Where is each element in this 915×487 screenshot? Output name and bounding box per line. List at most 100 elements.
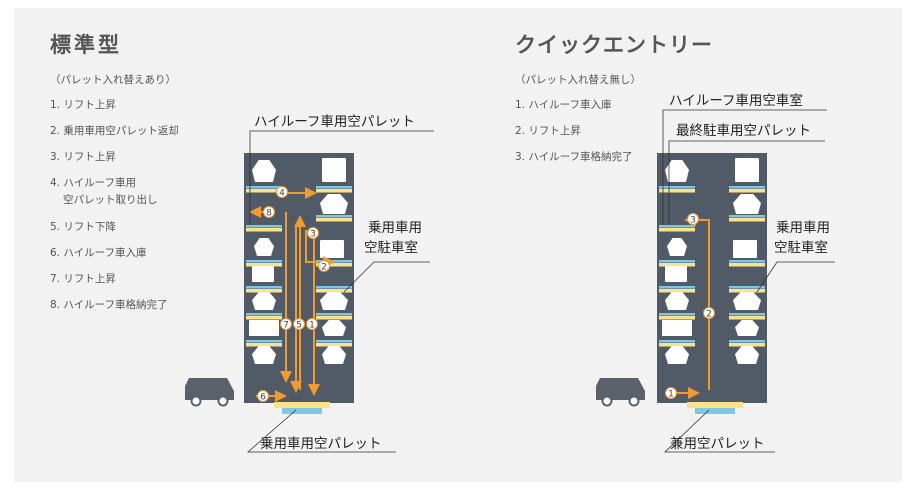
- standard-badge-4-circle: [276, 186, 288, 198]
- standard-badge-3-text: 3: [310, 229, 316, 239]
- standard-badge-7-text: 7: [283, 320, 289, 330]
- standard-car-l6: [252, 346, 276, 364]
- quick-badge-1-text: 1: [668, 389, 674, 399]
- quick-step-2: 2. リフト上昇: [515, 125, 581, 137]
- quick-badge-2-text: 2: [706, 309, 712, 319]
- quick-ground-pallet-blue: [695, 408, 735, 414]
- standard-badge-1-text: 1: [309, 320, 315, 330]
- standard-left-shelf-4-blue: [246, 286, 282, 289]
- quick-leader-top-1: [662, 109, 827, 225]
- standard-leader-right: [343, 261, 430, 293]
- quick-right-shelf-1-yellow: [729, 189, 765, 193]
- standard-badge-8-text: 8: [266, 208, 272, 218]
- quick-left-shelf-5-yellow: [659, 316, 695, 320]
- standard-step-1: 1. リフト上昇: [50, 99, 116, 111]
- standard-leader-bottom: [246, 409, 396, 453]
- standard-car-r5: [322, 320, 346, 336]
- quick-label-bottom: 兼用空パレット: [670, 436, 765, 452]
- standard-car-l3: [252, 266, 274, 282]
- standard-title: 標準型: [50, 33, 122, 57]
- standard-car-l1: [252, 160, 276, 182]
- quick-badge-3-circle: [687, 213, 699, 225]
- quick-right-shelf-1-blue: [729, 186, 765, 189]
- standard-badge-5-text: 5: [296, 320, 302, 330]
- quick-car-l2: [667, 238, 687, 256]
- standard-label-right-1: 乗用車用: [368, 220, 422, 236]
- standard-van-icon-body: [185, 378, 234, 400]
- standard-car-r4: [320, 292, 348, 310]
- quick-badge-1-circle: [665, 387, 677, 399]
- quick-car-r5: [735, 320, 759, 336]
- quick-van-icon-body: [596, 378, 645, 400]
- quick-right-shelf-3-blue: [729, 260, 765, 263]
- standard-right-shelf-4-blue: [316, 286, 352, 289]
- standard-step-3: 3. リフト上昇: [50, 151, 116, 163]
- quick-right-shelf-5-blue: [729, 313, 765, 316]
- quick-ground-pallet: [687, 402, 743, 408]
- quick-car-r2: [733, 194, 761, 214]
- standard-badge-4-text: 4: [279, 188, 285, 198]
- quick-step-1: 1. ハイルーフ車入庫: [515, 99, 612, 111]
- quick-right-shelf-3-yellow: [729, 263, 765, 267]
- standard-left-shelf-5-blue: [246, 313, 282, 316]
- standard-van-icon-wheel-front: [190, 395, 202, 407]
- standard-badge-1-circle: [306, 318, 318, 330]
- standard-left-shelf-6-blue: [246, 340, 282, 343]
- quick-badge-2-circle: [703, 307, 715, 319]
- standard-step-6: 6. ハイルーフ車入庫: [50, 247, 147, 259]
- quick-left-shelf-5-blue: [659, 313, 695, 316]
- standard-ground-pallet: [274, 402, 330, 408]
- quick-leader-bottom: [664, 409, 775, 453]
- standard-left-shelf-1-blue: [246, 186, 282, 189]
- standard-badge-7-circle: [280, 318, 292, 330]
- quick-left-shelf-3-blue: [659, 260, 695, 263]
- quick-right-shelf-6-blue: [729, 340, 765, 343]
- quick-van-icon-wheel-rear: [628, 395, 640, 407]
- standard-badge-6-text: 6: [260, 392, 266, 402]
- quick-leader-top-2: [668, 140, 825, 225]
- quick-right-shelf-2-yellow: [729, 218, 765, 222]
- quick-left-shelf-4-blue: [659, 286, 695, 289]
- standard-left-shelf-6-yellow: [246, 343, 282, 347]
- quick-label-right-1: 乗用車用: [776, 220, 830, 236]
- standard-label-top: ハイルーフ車用空パレット: [254, 114, 415, 130]
- standard-subtitle: （パレット入れ替えあり）: [50, 74, 176, 86]
- standard-left-shelf-1-yellow: [246, 189, 282, 193]
- standard-badge-6-circle: [257, 390, 269, 402]
- quick-subtitle: （パレット入れ替え無し）: [515, 74, 641, 86]
- standard-right-shelf-6-blue: [316, 340, 352, 343]
- quick-car-r4: [733, 292, 761, 310]
- quick-left-shelf-6-yellow: [659, 343, 695, 347]
- standard-left-shelf-2-blue: [246, 225, 282, 228]
- standard-right-shelf-5-yellow: [316, 316, 352, 320]
- standard-step-2: 2. 乗用車用空パレット返却: [50, 125, 179, 137]
- standard-label-right-2: 空駐車室: [364, 240, 418, 256]
- standard-step-7: 7. リフト上昇: [50, 273, 116, 285]
- standard-left-shelf-2-yellow: [246, 228, 282, 232]
- quick-leader-right: [756, 261, 835, 293]
- quick-car-r3: [733, 240, 757, 258]
- standard-left-shelf-5-yellow: [246, 316, 282, 320]
- standard-ground-pallet-blue: [282, 408, 322, 414]
- standard-right-shelf-1-yellow: [316, 189, 352, 193]
- standard-badge-8-circle: [263, 206, 275, 218]
- quick-left-shelf-1-blue: [659, 186, 695, 189]
- quick-van-icon-wheel-front: [601, 395, 613, 407]
- standard-car-r2: [320, 194, 348, 214]
- standard-right-shelf-5-blue: [316, 313, 352, 316]
- standard-leader-top: [249, 130, 434, 225]
- standard-car-l4: [252, 292, 276, 310]
- quick-left-shelf-4-yellow: [659, 289, 695, 293]
- quick-right-shelf-4-yellow: [729, 289, 765, 293]
- standard-right-shelf-1-blue: [316, 186, 352, 189]
- standard-badge-2-text: 2: [321, 262, 327, 272]
- standard-left-shelf-4-yellow: [246, 289, 282, 293]
- standard-step-5: 5. リフト下降: [50, 221, 116, 233]
- quick-car-l4: [665, 292, 689, 310]
- standard-car-r6: [322, 346, 346, 364]
- standard-right-shelf-2-blue: [316, 215, 352, 218]
- standard-step-4: 4. ハイルーフ車用: [50, 177, 137, 189]
- quick-right-shelf-5-yellow: [729, 316, 765, 320]
- standard-step-8: 8. ハイルーフ車格納完了: [50, 299, 168, 311]
